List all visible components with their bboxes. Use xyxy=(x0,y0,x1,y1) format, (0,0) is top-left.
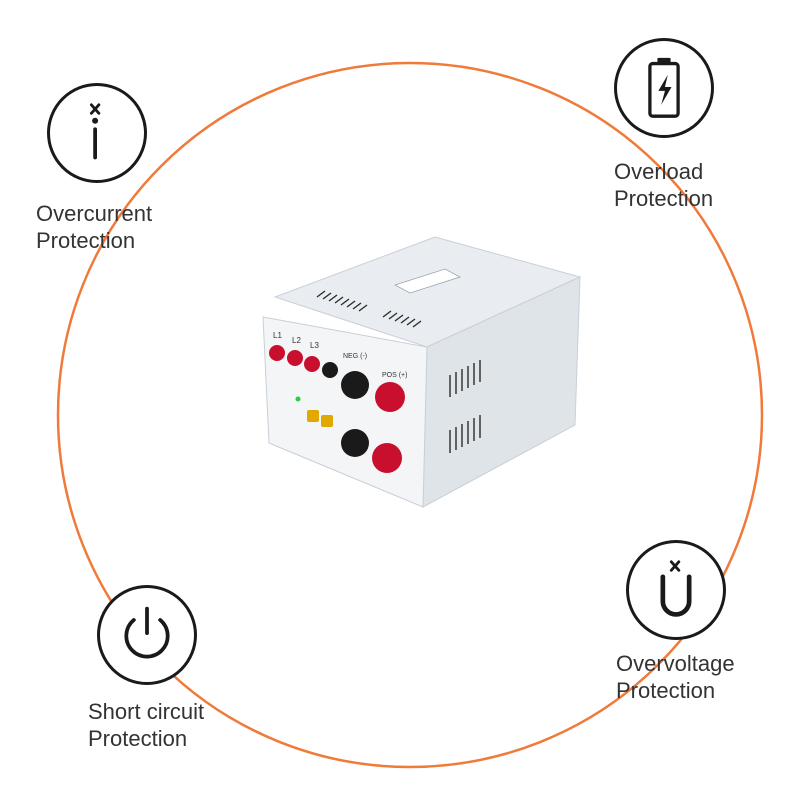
voltage-adjust-knobs xyxy=(295,396,333,427)
terminal-label-neg: NEG (-) xyxy=(343,353,367,360)
dc-output-terminals xyxy=(341,371,405,473)
psu-front-face xyxy=(262,316,428,508)
psu-side-vents xyxy=(449,360,481,453)
overload-label-line2: Protection xyxy=(614,186,714,211)
short-circuit-label-line1: Short circuit xyxy=(88,699,205,724)
terminal-label-l1: L1 xyxy=(273,331,282,340)
overcurrent-label: Overcurrent Protection xyxy=(36,200,152,254)
ac-input-terminals xyxy=(269,345,338,378)
overvoltage-badge xyxy=(626,540,726,640)
overcurrent-label-line1: Overcurrent xyxy=(36,201,153,226)
short-circuit-badge xyxy=(97,585,197,685)
overvoltage-label: Overvoltage Protection xyxy=(616,650,735,704)
terminal-label-l2: L2 xyxy=(292,336,301,345)
psu-label-sticker xyxy=(393,268,462,294)
overload-badge xyxy=(614,38,714,138)
short-circuit-label-line2: Protection xyxy=(88,726,188,751)
power-supply-image: L1 L2 L3 NEG (-) POS (+) xyxy=(262,236,582,508)
terminal-label-l3: L3 xyxy=(310,341,319,350)
overcurrent-xi-icon xyxy=(89,103,101,160)
battery-bolt-icon xyxy=(648,57,680,118)
overload-label-line1: Overload xyxy=(614,159,704,184)
overcurrent-label-line2: Protection xyxy=(36,228,136,253)
short-circuit-label: Short circuit Protection xyxy=(88,698,204,752)
overvoltage-label-line2: Protection xyxy=(616,678,716,703)
power-icon xyxy=(124,606,170,659)
overcurrent-badge xyxy=(47,83,147,183)
psu-top-vents xyxy=(316,290,422,328)
terminal-label-pos: POS (+) xyxy=(382,372,407,379)
overvoltage-label-line1: Overvoltage xyxy=(616,651,735,676)
magnet-x-icon xyxy=(660,560,692,617)
overload-label: Overload Protection xyxy=(614,158,713,212)
